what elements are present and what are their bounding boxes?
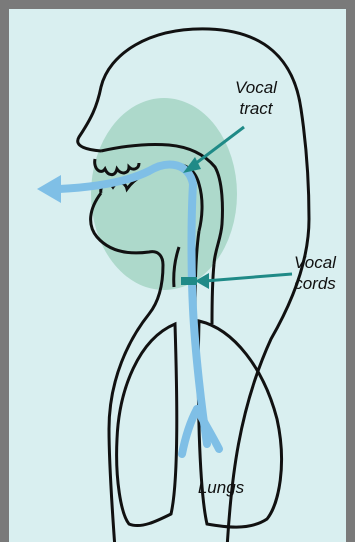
esophagus-wall [212, 264, 214, 324]
label-vocal-cords: Vocal cords [285, 252, 345, 294]
airflow-branch-left [182, 409, 197, 454]
label-vocal-tract-line2: tract [221, 98, 291, 119]
vocal-cords-pointer-line [205, 274, 292, 281]
label-vocal-tract-line1: Vocal [221, 77, 291, 98]
arrow-left-icon [37, 175, 61, 203]
label-vocal-tract: Vocal tract [221, 77, 291, 119]
label-vocal-cords-line2: cords [285, 273, 345, 294]
vocal-cords-marker [181, 277, 197, 285]
label-vocal-cords-line1: Vocal [285, 252, 345, 273]
label-lungs: Lungs [191, 477, 251, 498]
